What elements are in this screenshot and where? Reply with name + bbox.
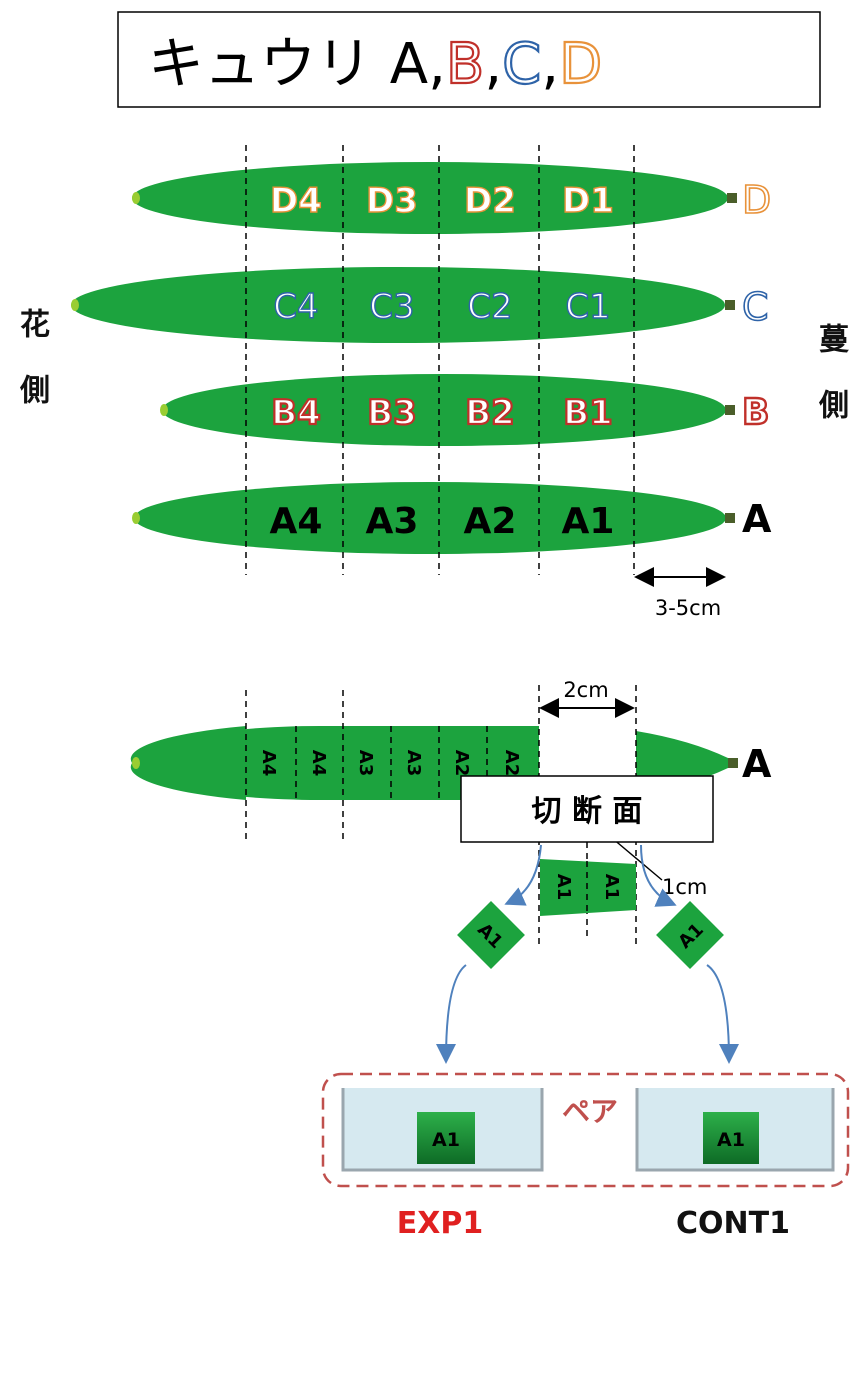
flower-side-label: 花側	[14, 308, 49, 440]
cut-surface-box: 切 断 面	[460, 775, 714, 843]
stem	[725, 405, 735, 415]
segment-label-d2: D2	[464, 181, 516, 221]
vine-side-label: 蔓側	[813, 323, 848, 455]
caption-exp: EXP1	[397, 1206, 483, 1241]
cut-surface-label: 切 断 面	[532, 794, 643, 829]
pair-label: ペア	[562, 1095, 618, 1128]
cut-pieces: A1 A1	[540, 859, 636, 916]
dimension-trim: 3-5cm	[634, 567, 726, 620]
row-letter-d: D	[742, 178, 771, 222]
container-exp: A1	[341, 1088, 544, 1172]
container-cont-piece: A1	[717, 1129, 745, 1151]
container-cont: A1	[635, 1088, 835, 1172]
cucumber-row-a	[132, 482, 735, 554]
pair-box	[321, 1072, 850, 1188]
segment-label-a1: A1	[562, 501, 615, 542]
title-box: キュウリ A,B,C,D	[117, 11, 821, 108]
stem	[728, 758, 738, 768]
title-letter-c: C	[502, 32, 541, 97]
cut-lines-top	[245, 145, 635, 575]
stem	[727, 193, 737, 203]
blossom-tip	[132, 512, 140, 524]
segment-label-b1: B1	[563, 393, 613, 433]
cucumber-row-b	[160, 374, 735, 446]
segment-label-b4: B4	[271, 393, 321, 433]
blossom-tip	[132, 192, 140, 204]
dimension-gap: 2cm	[539, 678, 635, 718]
stem	[725, 513, 735, 523]
title-letter-d: D	[559, 32, 602, 97]
row-letter-a: A	[742, 497, 772, 541]
title-prefix: キュウリ A,	[148, 32, 446, 97]
cut-piece-label-1: A1	[553, 874, 574, 900]
floating-piece-right: A1	[656, 901, 724, 969]
segment-label-a2: A2	[464, 501, 517, 542]
segment-label-c4: C4	[273, 287, 318, 327]
segment-label-a3: A3	[366, 501, 419, 542]
cucumber-row-d	[132, 162, 737, 234]
segment-label-b3: B3	[367, 393, 417, 433]
title-comma-2: ,	[541, 32, 559, 97]
segment-label-c2: C2	[467, 287, 512, 327]
cucumber-row-c	[71, 267, 735, 343]
dimension-piece-label: 1cm	[662, 875, 707, 899]
dimension-trim-label: 3-5cm	[655, 596, 721, 620]
slice-label-4: A3	[403, 750, 424, 776]
segment-label-b2: B2	[465, 393, 515, 433]
segment-label-a4: A4	[270, 501, 323, 542]
segment-label-d3: D3	[366, 181, 418, 221]
blossom-tip	[71, 299, 79, 311]
title-comma-1: ,	[484, 32, 502, 97]
segment-label-c1: C1	[565, 287, 610, 327]
row-letter-c: C	[742, 285, 769, 329]
segment-label-d4: D4	[270, 181, 322, 221]
cut-lines-middle	[245, 685, 637, 945]
title-text: キュウリ A,B,C,D	[148, 32, 602, 97]
floating-piece-left: A1	[457, 901, 525, 969]
slice-label-5: A2	[451, 750, 472, 776]
blossom-tip	[132, 757, 140, 769]
segment-label-d1: D1	[562, 181, 614, 221]
stem	[725, 300, 735, 310]
slice-label-2: A4	[308, 750, 329, 776]
slice-label-3: A3	[355, 750, 376, 776]
dimension-gap-label: 2cm	[563, 678, 608, 702]
cut-piece-label-2: A1	[601, 874, 622, 900]
caption-cont: CONT1	[676, 1206, 790, 1241]
container-exp-piece: A1	[432, 1129, 460, 1151]
slice-label-1: A4	[258, 750, 279, 776]
segment-label-c3: C3	[369, 287, 414, 327]
title-letter-b: B	[446, 32, 484, 97]
cut-row-letter-a: A	[742, 742, 772, 786]
slice-label-6: A2	[501, 750, 522, 776]
blossom-tip	[160, 404, 168, 416]
row-letter-b: B	[742, 392, 769, 433]
flow-arrows	[436, 844, 739, 1064]
